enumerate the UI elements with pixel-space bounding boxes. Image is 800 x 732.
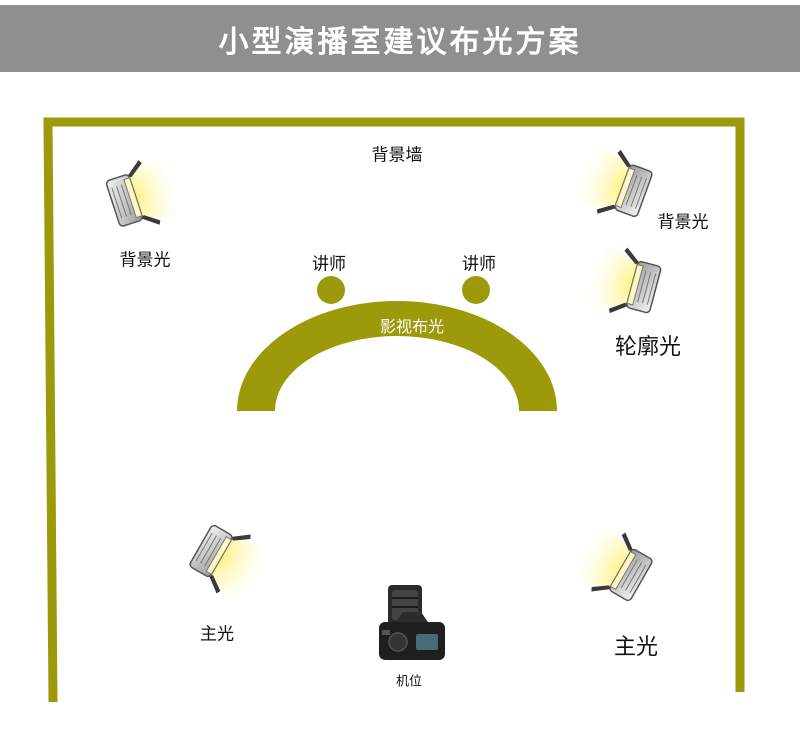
back-light-right-label: 背景光: [657, 212, 709, 233]
rim-light-label: 轮廓光: [614, 335, 682, 360]
room-wall: [43, 117, 745, 703]
camera-position-label: 机位: [395, 674, 423, 690]
key-light-right-lamp-icon: [560, 513, 661, 613]
key-light-left-lamp-icon: [181, 513, 282, 613]
back-light-right-lamp-icon: [564, 135, 658, 230]
lecturer-right-marker: [462, 276, 490, 304]
back-light-left-lamp-icon: [101, 146, 194, 240]
lecturer-left-marker: [317, 276, 345, 304]
lecturer-left-label: 讲师: [312, 254, 346, 275]
back-wall-label: 背景墙: [371, 145, 423, 166]
title-bar: 小型演播室建议布光方案: [0, 5, 800, 72]
video-lighting-arc: [237, 301, 557, 411]
rim-light-lamp-icon: [575, 236, 666, 326]
lecturer-right-label: 讲师: [462, 254, 496, 275]
camera-icon: [379, 585, 445, 660]
back-light-left-label: 背景光: [119, 250, 171, 271]
key-light-left-label: 主光: [200, 624, 234, 645]
video-lighting-label: 影视布光: [379, 317, 445, 336]
page-title: 小型演播室建议布光方案: [218, 24, 582, 60]
key-light-right-label: 主光: [613, 635, 659, 660]
